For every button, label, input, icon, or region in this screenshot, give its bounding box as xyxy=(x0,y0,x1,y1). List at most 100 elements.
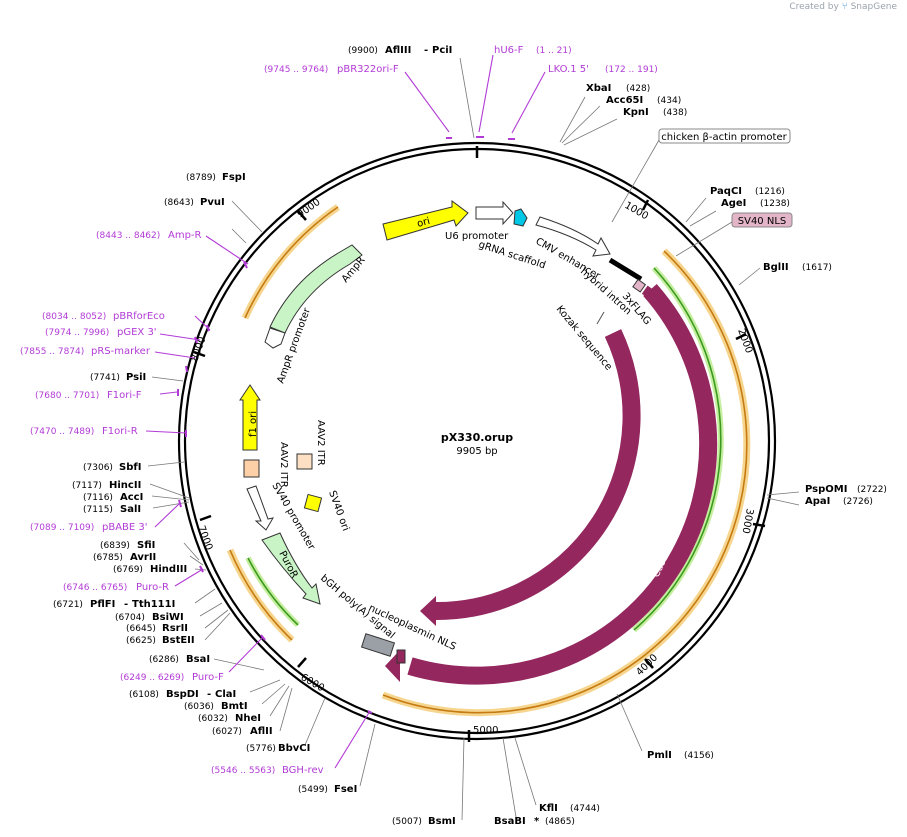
enzymes-top-11-pos-label: (4865) xyxy=(545,817,575,827)
leader-line xyxy=(563,118,618,146)
leader-line xyxy=(685,197,707,223)
f1-arrow xyxy=(239,384,261,451)
leader-line xyxy=(689,210,717,227)
credit-brand: SnapGene xyxy=(850,2,897,12)
leader-line xyxy=(228,636,264,673)
enzymes-top-33-pos-label: (8789) xyxy=(186,173,216,183)
leader-line xyxy=(502,737,517,818)
cmv-arrow xyxy=(535,216,611,257)
enzymes-top-13-pos-label: (5499) xyxy=(298,785,328,795)
primers-1-name-label: hU6-F xyxy=(494,45,524,56)
itr-right-label: AAV2 ITR xyxy=(315,420,326,466)
leader-line xyxy=(185,365,188,373)
u6-label: U6 promoter xyxy=(445,231,509,242)
leader-line xyxy=(159,333,201,341)
enzymes-top-32-name-label: PvuI xyxy=(200,197,225,208)
enzymes-top-4-pos-label: (1216) xyxy=(755,187,785,197)
enzymes-top-12-pos-label: (5007) xyxy=(392,817,422,827)
enzymes-top-8-name-label: ApaI xyxy=(805,496,830,507)
enzymes-top-31-pos-label: (7741) xyxy=(90,373,120,383)
enzymes-top-24-name-label: HindIII xyxy=(150,564,187,575)
enzymes-top-6-pos-label: (1617) xyxy=(802,263,832,273)
leader-line xyxy=(194,568,207,571)
orange-arc-left-bottom-core xyxy=(229,549,293,641)
enzymes-top-1-name-label: XbaI xyxy=(586,83,611,94)
itr-left xyxy=(243,459,260,478)
enzymes-top-21-pos-label: (6645) xyxy=(126,624,156,634)
enzymes-top-27-name-label: SalI xyxy=(120,504,141,515)
enzymes-top-8-pos-label: (2726) xyxy=(843,497,873,507)
enzymes-top-10-pos-label: (4744) xyxy=(570,804,600,814)
enzymes-top-24-pos-label: (6769) xyxy=(113,565,143,575)
leader-line xyxy=(334,710,371,769)
enzymes-top-5-pos-label: (1238) xyxy=(760,199,790,209)
leader-line xyxy=(199,514,212,522)
primer-labels: (9745 .. 9764) pBR322ori-F hU6-F (1 .. 2… xyxy=(20,45,658,776)
primers-10-name-label: Puro-R xyxy=(136,582,169,593)
enzymes-top-17-pos-label: (6036) xyxy=(184,702,214,712)
hybrid-label: hybrid intron xyxy=(578,266,633,317)
enzymes-top-0-name-label: AflIII xyxy=(385,45,411,56)
amppro-arrow xyxy=(264,327,286,349)
leader-line xyxy=(178,499,182,508)
primers-8-pos-label: (7470 .. 7489) xyxy=(30,427,94,437)
primer-marks xyxy=(177,136,515,714)
primers-7-name-label: F1ori-F xyxy=(107,390,142,401)
enzymes-top-11-name-label: BsaBI xyxy=(494,816,526,827)
itr-left-label: AAV2 ITR xyxy=(278,442,289,488)
itr-right xyxy=(296,453,313,470)
primers-2-name-label: LKO.1 5' xyxy=(548,64,589,75)
leader-line xyxy=(279,687,293,732)
plasmid-length: 9905 bp xyxy=(456,446,497,457)
enzymes-top-16-pos-label: (6032) xyxy=(198,714,228,724)
primers-3-pos-label: (8443 .. 8462) xyxy=(96,231,160,241)
ruler-marks xyxy=(193,146,766,742)
enzymes-top-3-name-label: KpnI xyxy=(623,107,649,118)
leader-line xyxy=(194,336,198,344)
enzymes-top-5-name-label: AgeI xyxy=(721,198,746,209)
sv40ori-block xyxy=(303,493,323,513)
enzymes-top-25-pos-label: (6785) xyxy=(93,553,123,563)
enzymes-top-27-pos-label: (7115) xyxy=(83,505,113,515)
leader-line xyxy=(766,491,800,496)
leader-line xyxy=(297,657,307,668)
tick-2000: 2000 xyxy=(735,327,754,355)
primers-11-name-label: Puro-F xyxy=(192,672,224,683)
orange-arc-right-core xyxy=(382,250,748,714)
enzymes-top-0-sep-label: - xyxy=(424,45,428,56)
green-arc-left-bottom-core xyxy=(247,557,299,626)
chicken-box xyxy=(658,128,791,144)
tick-6000: 6000 xyxy=(299,672,327,694)
leader-line xyxy=(738,267,761,286)
enzymes-top-9-name-label: PmlI xyxy=(647,750,672,761)
leader-line xyxy=(752,522,766,528)
green-arc-right-core xyxy=(633,267,722,631)
leader-line xyxy=(231,200,263,233)
enzymes-top-7-name-label: PspOMI xyxy=(805,484,847,495)
leader-line xyxy=(194,588,216,604)
enzymes-top-16-name-label: NheI xyxy=(235,713,261,724)
bgh-label: bGH poly(A) signal xyxy=(318,573,397,641)
leader-line xyxy=(206,324,210,332)
leader-line xyxy=(766,497,800,506)
leader-line xyxy=(561,105,601,144)
grna-shape xyxy=(513,208,528,227)
leader-line xyxy=(149,483,190,499)
leader-lines xyxy=(147,57,800,821)
leader-line xyxy=(199,565,204,573)
puror-arrow xyxy=(261,532,321,605)
nucleo-nls-block xyxy=(396,649,406,664)
leader-line xyxy=(616,693,643,752)
kozak-label: Kozak sequence xyxy=(554,304,614,373)
ori-arrow xyxy=(382,200,469,241)
tick-5000: 5000 xyxy=(473,725,498,736)
primers-0-name-label: pBR322ori-F xyxy=(337,64,399,75)
leader-line xyxy=(478,54,494,133)
primers-9-name-label: pBABE 3' xyxy=(102,522,148,533)
enzymes-top-7-pos-label: (2722) xyxy=(857,485,887,495)
leader-line xyxy=(154,502,181,528)
primers-10-pos-label: (6746 .. 6765) xyxy=(63,583,127,593)
primers-6-pos-label: (7855 .. 7874) xyxy=(20,347,84,357)
leader-line xyxy=(199,602,223,617)
enzymes-top-17-name-label: BmtI xyxy=(221,701,248,712)
